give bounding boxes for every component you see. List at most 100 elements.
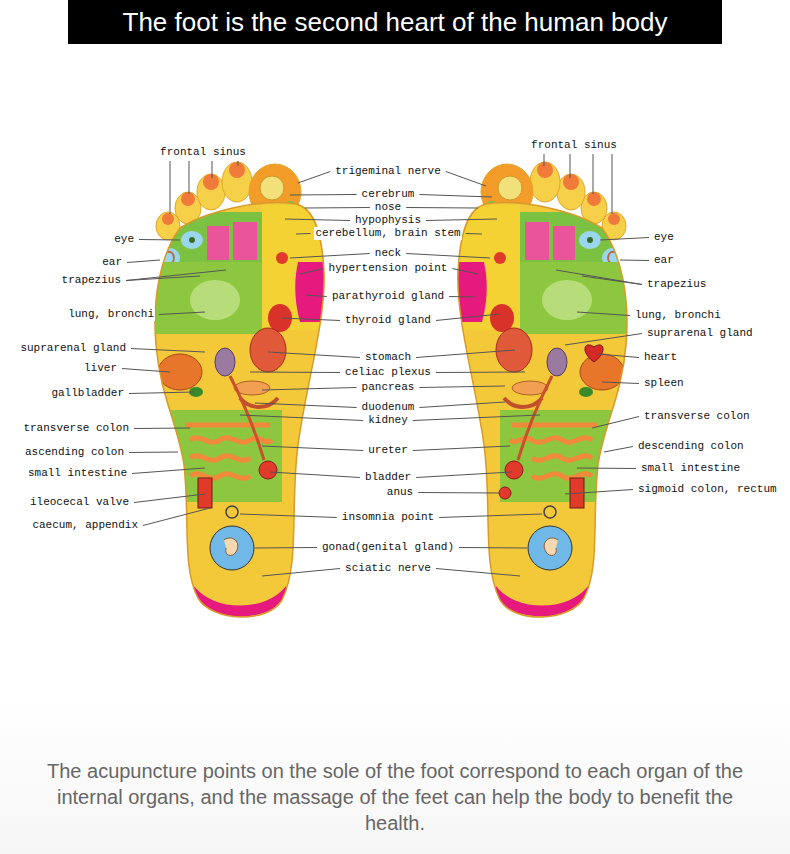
leader-line — [285, 219, 350, 221]
leader-line — [305, 207, 370, 209]
organ-label: kidney — [367, 414, 409, 427]
leader-line — [290, 194, 357, 196]
leader-line — [189, 161, 190, 194]
organ-label: ear — [101, 256, 123, 269]
leader-line — [413, 415, 540, 421]
organ-label: lung, bronchi — [634, 309, 722, 322]
organ-label: liver — [83, 362, 118, 375]
brain-zone — [260, 176, 284, 200]
leader-line — [449, 296, 476, 298]
title-text: The foot is the second heart of the huma… — [123, 7, 668, 37]
insomnia-point — [226, 506, 238, 518]
leader-line — [305, 295, 327, 297]
leader-line — [129, 392, 194, 394]
leader-line — [406, 207, 478, 209]
leader-line — [290, 254, 370, 259]
leader-line — [416, 472, 512, 478]
parathyroid-zone — [295, 262, 330, 322]
leader-line — [132, 468, 205, 474]
leader-line — [134, 428, 190, 430]
heart-zone — [585, 345, 603, 362]
organ-label: nose — [374, 201, 402, 214]
organ-label: gallbladder — [50, 387, 125, 400]
foot-outline — [155, 203, 324, 617]
leader-line — [419, 402, 505, 408]
left-foot — [150, 162, 332, 617]
leader-line — [238, 161, 239, 166]
leader-line — [419, 195, 492, 198]
organ-label: gonad(genital gland) — [321, 541, 455, 554]
organ-label: cerebellum, brain stem — [314, 227, 461, 240]
leader-line — [122, 369, 170, 373]
leader-line — [143, 508, 210, 526]
organ-label: trapezius — [646, 278, 707, 291]
organ-label: ileocecal valve — [29, 496, 130, 509]
leader-line — [268, 352, 360, 358]
leader-line — [255, 547, 317, 549]
organ-label: cerebrum — [361, 188, 416, 201]
organ-label: stomach — [364, 351, 412, 364]
leader-line — [439, 514, 542, 518]
leader-line — [250, 372, 340, 374]
leader-line — [240, 415, 363, 421]
leader-line — [129, 452, 178, 454]
organ-label: trapezius — [61, 274, 122, 287]
organ-label: hypertension point — [328, 262, 449, 275]
sinus-zone — [181, 192, 195, 206]
right-foot — [450, 162, 632, 617]
caecum-zone — [198, 478, 212, 508]
bladder-zone — [259, 461, 277, 479]
leader-line — [298, 172, 330, 184]
leader-line — [592, 417, 639, 429]
organ-label: neck — [374, 247, 402, 260]
toe — [197, 174, 225, 210]
organ-label: celiac plexus — [344, 366, 432, 379]
leader-line — [612, 154, 613, 214]
lower-panel — [0, 700, 790, 854]
leader-line — [262, 569, 340, 577]
neck-point — [276, 252, 288, 264]
stomach-zone — [250, 328, 286, 372]
organ-label: heart — [643, 351, 678, 364]
intestine-zone — [170, 410, 282, 502]
organ-label: spleen — [643, 377, 685, 390]
leader-line — [131, 349, 205, 353]
leader-line — [170, 161, 171, 214]
organ-label: anus — [386, 486, 414, 499]
organ-label: small intestine — [640, 462, 741, 475]
leader-line — [416, 350, 515, 358]
leader-line — [300, 269, 324, 275]
leader-line — [570, 154, 571, 178]
organ-label: ureter — [367, 444, 409, 457]
organ-label: suprarenal gland — [646, 327, 754, 340]
leader-line — [446, 172, 486, 187]
leader-line — [565, 334, 642, 346]
organ-label: frontal sinus — [159, 146, 247, 159]
leader-line — [240, 514, 337, 518]
leader-line — [419, 386, 505, 388]
leader-line — [282, 318, 340, 321]
leader-line — [139, 239, 180, 241]
leader-line — [577, 312, 630, 316]
ureter-symbol — [230, 376, 264, 460]
organ-label: ascending colon — [24, 446, 125, 459]
leader-line — [212, 161, 213, 178]
organ-label: bladder — [364, 471, 412, 484]
organ-label: ear — [653, 254, 675, 267]
caption-text: The acupuncture points on the sole of th… — [45, 758, 745, 836]
leader-line — [459, 547, 527, 549]
leader-line — [262, 446, 363, 451]
sinus-zone — [162, 213, 174, 225]
organ-label: eye — [653, 231, 675, 244]
organ-label: duodenum — [361, 401, 416, 414]
organ-label: hypophysis — [354, 214, 422, 227]
organ-label: pancreas — [361, 381, 416, 394]
organ-label: insomnia point — [341, 511, 435, 524]
leader-line — [413, 446, 510, 451]
leader-line — [296, 233, 310, 235]
trapezius-zone — [207, 226, 229, 260]
leader-line — [127, 260, 160, 263]
leader-line — [466, 233, 482, 235]
leader-line — [600, 238, 649, 241]
